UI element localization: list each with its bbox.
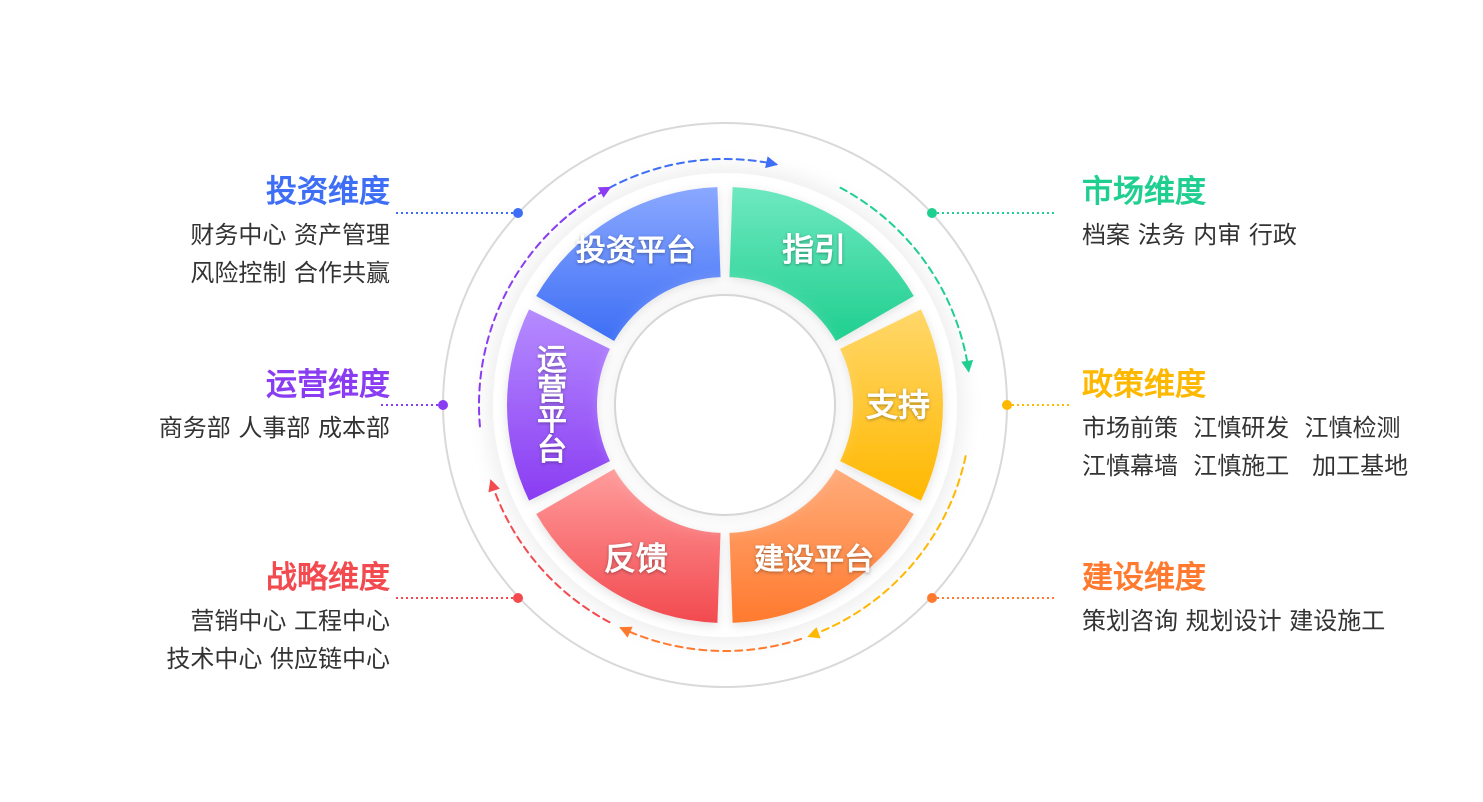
arrow-orange-head	[619, 626, 633, 638]
segment-jianshe	[729, 469, 914, 623]
segment-zhichi	[840, 309, 943, 501]
arrows-layer	[478, 156, 974, 652]
segment-label-touzi: 投资平台	[576, 234, 696, 269]
arrow-green	[839, 186, 970, 372]
arrow-blue-head	[765, 156, 779, 169]
connectors-layer	[378, 208, 1072, 603]
connector-shichang-dot	[927, 208, 937, 218]
segment-zhiyin	[729, 187, 914, 341]
arrow-green-head	[961, 360, 974, 373]
connector-zhengce-dot	[1002, 400, 1012, 410]
segment-yunying	[507, 309, 610, 501]
connector-jianshe-dot	[927, 593, 937, 603]
dimension-zhanlue: 战略维度 营销中心 工程中心 技术中心 供应链中心	[90, 560, 390, 678]
center-circle	[614, 294, 836, 516]
dimension-line: 技术中心 供应链中心	[166, 645, 390, 673]
dimension-line: 财务中心 资产管理	[190, 221, 390, 249]
dimension-line: 风险控制 合作共赢	[190, 259, 390, 287]
arrow-purple-head	[597, 186, 612, 198]
dimension-title-jianshe: 建设维度	[1082, 560, 1206, 596]
dimension-shichang: 市场维度 档案 法务 内审 行政	[1082, 174, 1382, 254]
segment-fankui	[536, 469, 721, 623]
dimension-yunying: 运营维度 商务部 人事部 成本部	[90, 367, 390, 447]
segment-label-yunying: 运营平台	[537, 343, 567, 468]
dimension-zhengce: 政策维度 市场前策 江慎研发 江慎检测 江慎幕墙 江慎施工 加工基地	[1082, 367, 1462, 485]
dimension-line: 江慎幕墙 江慎施工 加工基地	[1082, 452, 1409, 480]
arrow-red	[490, 480, 611, 624]
dimension-title-touzi: 投资维度	[266, 174, 390, 210]
arrow-red-head	[488, 479, 500, 493]
dimension-jianshe: 建设维度 策划咨询 规划设计 建设施工	[1082, 560, 1442, 640]
dimension-title-shichang: 市场维度	[1082, 174, 1206, 210]
dimension-line: 策划咨询 规划设计 建设施工	[1082, 607, 1386, 635]
arrow-yellow-head	[807, 627, 821, 639]
segment-label-jianshe: 建设平台	[754, 542, 874, 577]
segment-label-zhiyin: 指引	[782, 231, 846, 269]
dimension-touzi: 投资维度 财务中心 资产管理 风险控制 合作共赢	[90, 174, 390, 292]
dimension-title-zhengce: 政策维度	[1082, 367, 1206, 403]
arrow-purple	[478, 186, 611, 428]
dimension-line: 营销中心 工程中心	[190, 607, 390, 635]
arrow-orange	[620, 626, 803, 652]
connector-zhanlue-dot	[513, 593, 523, 603]
segment-label-zhichi: 支持	[866, 386, 930, 424]
connector-yunying-dot	[438, 400, 448, 410]
dimension-line: 市场前策 江慎研发 江慎检测	[1082, 414, 1401, 442]
arrow-yellow	[808, 455, 967, 638]
segment-touzi	[536, 187, 721, 341]
dimension-title-zhanlue: 战略维度	[266, 560, 390, 596]
dimension-line: 商务部 人事部 成本部	[158, 414, 390, 442]
dimension-title-yunying: 运营维度	[266, 367, 390, 403]
dimension-line: 档案 法务 内审 行政	[1082, 221, 1297, 249]
connector-touzi-dot	[513, 208, 523, 218]
segment-label-fankui: 反馈	[604, 539, 668, 577]
